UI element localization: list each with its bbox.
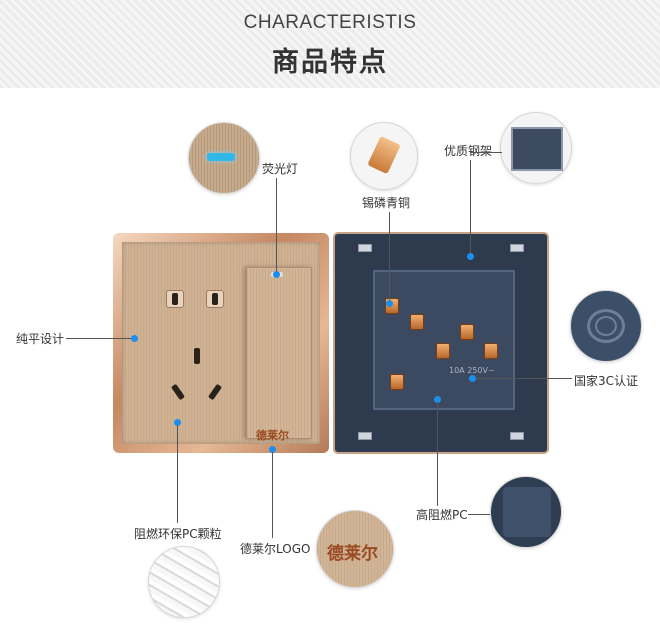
switch-logo: 德莱尔 [256, 429, 289, 442]
pc-housing-closeup [490, 476, 562, 548]
header-title-en: CHARACTERISTIS [243, 12, 417, 33]
3c-certification-closeup [570, 290, 642, 362]
logo-closeup: 德莱尔 [316, 510, 394, 588]
label-certification: 国家3C认证 [574, 374, 639, 388]
label-phosphor-bronze: 锡磷青铜 [362, 196, 411, 210]
rocker-switch[interactable] [246, 267, 312, 439]
header-banner: CHARACTERISTIS 商品特点 [0, 0, 660, 88]
terminal-pin [390, 374, 404, 390]
label-flame-retardant-pc: 高阻燃PC [416, 508, 468, 522]
terminal-pin [410, 314, 424, 330]
header-title-zh: 商品特点 [272, 47, 388, 78]
bronze-closeup [350, 122, 418, 190]
pc-particles-closeup [148, 546, 220, 618]
label-flat-design: 纯平设计 [16, 332, 65, 346]
rating-text: 10A 250V~ [449, 366, 495, 375]
label-fluorescent-light: 荧光灯 [262, 162, 299, 176]
steel-frame-closeup [500, 112, 572, 184]
terminal-pin [460, 324, 474, 340]
label-brand-logo: 德莱尔LOGO [240, 542, 311, 556]
terminal-pin [484, 343, 498, 359]
closeup-logo: 德莱尔 [327, 544, 378, 564]
label-steel-frame: 优质钢架 [444, 144, 493, 158]
indicator-closeup [188, 122, 260, 194]
three-pin-hole-top [194, 348, 200, 364]
label-flame-retardant-particles: 阻燃环保PC颗粒 [134, 527, 222, 541]
terminal-pin [436, 343, 450, 359]
